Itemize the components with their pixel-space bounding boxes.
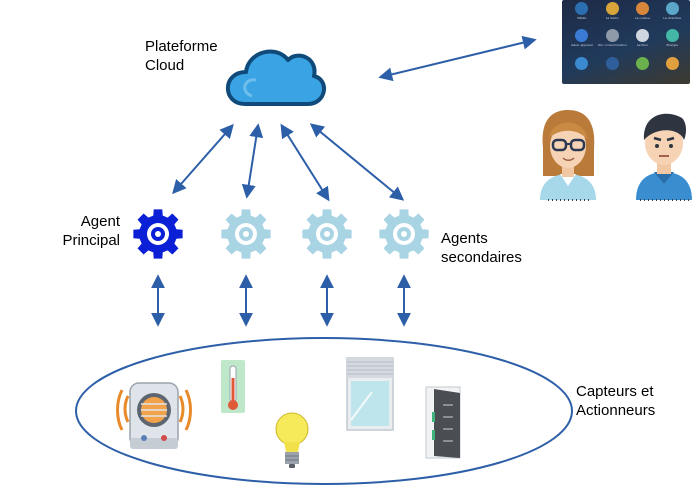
app-icon xyxy=(575,2,589,15)
light-bulb-icon xyxy=(275,412,309,468)
app-caption: La chambre xyxy=(663,16,681,20)
app-caption: Météo xyxy=(577,16,587,20)
arrow-cloud-agent4 xyxy=(309,123,405,201)
cloud-icon xyxy=(226,49,326,106)
cloud-platform-label: Plateforme Cloud xyxy=(145,38,218,74)
arrow-cloud-agent2 xyxy=(241,123,264,199)
man-avatar-icon xyxy=(636,113,692,201)
app-tile: Lecteur xyxy=(629,29,657,54)
app-icon xyxy=(635,29,649,43)
principal-agent-label: Agent Principal xyxy=(62,213,120,249)
app-caption: La Salon xyxy=(605,16,619,20)
app-tile xyxy=(568,56,596,82)
principal-agent-gear-icon xyxy=(133,209,183,259)
window-shutter-icon xyxy=(346,357,394,431)
thermometer-icon xyxy=(221,360,245,413)
arrow-cloud-principal xyxy=(172,123,234,195)
heater-icon xyxy=(116,382,192,449)
woman-avatar-icon xyxy=(540,110,596,201)
app-icon xyxy=(575,29,589,43)
app-tile: La cuisine xyxy=(629,2,657,27)
app-caption: Energie xyxy=(666,43,678,48)
arrow-cloud-tablet xyxy=(378,35,537,82)
secondary-agents-label: Agents secondaires xyxy=(441,230,522,266)
app-icon xyxy=(635,56,649,70)
app-caption: Lecteur xyxy=(636,43,649,48)
app-icon xyxy=(605,56,619,70)
app-icon xyxy=(665,56,679,70)
app-tile xyxy=(658,56,686,82)
app-caption: Gérer appareil xyxy=(571,43,593,48)
app-icon xyxy=(665,2,679,15)
app-tile: La chambre xyxy=(658,2,686,27)
secondary-agent-gear-icon xyxy=(379,209,429,259)
arrow-cloud-agent3 xyxy=(280,123,330,202)
app-tile xyxy=(598,56,627,82)
app-icon xyxy=(665,29,679,43)
app-icon xyxy=(605,29,619,43)
app-tile: Energie xyxy=(658,29,686,54)
secondary-agent-gear-icon xyxy=(221,209,271,259)
door-icon xyxy=(425,386,461,459)
app-tile: La Salon xyxy=(598,2,627,27)
app-tile: Gérer appareil xyxy=(568,29,596,54)
app-icon xyxy=(635,2,649,15)
secondary-agent-gear-icon xyxy=(302,209,352,259)
sensors-actuators-label: Capteurs et Actionneurs xyxy=(576,383,656,419)
app-icon xyxy=(605,2,619,15)
app-tile: Voir consommation xyxy=(598,29,627,54)
app-caption: La cuisine xyxy=(634,16,650,20)
devices-ellipse xyxy=(75,337,573,485)
app-icon xyxy=(575,56,589,70)
app-tile: Météo xyxy=(568,2,596,27)
app-caption: Voir consommation xyxy=(597,43,627,48)
app-tile xyxy=(629,56,657,82)
